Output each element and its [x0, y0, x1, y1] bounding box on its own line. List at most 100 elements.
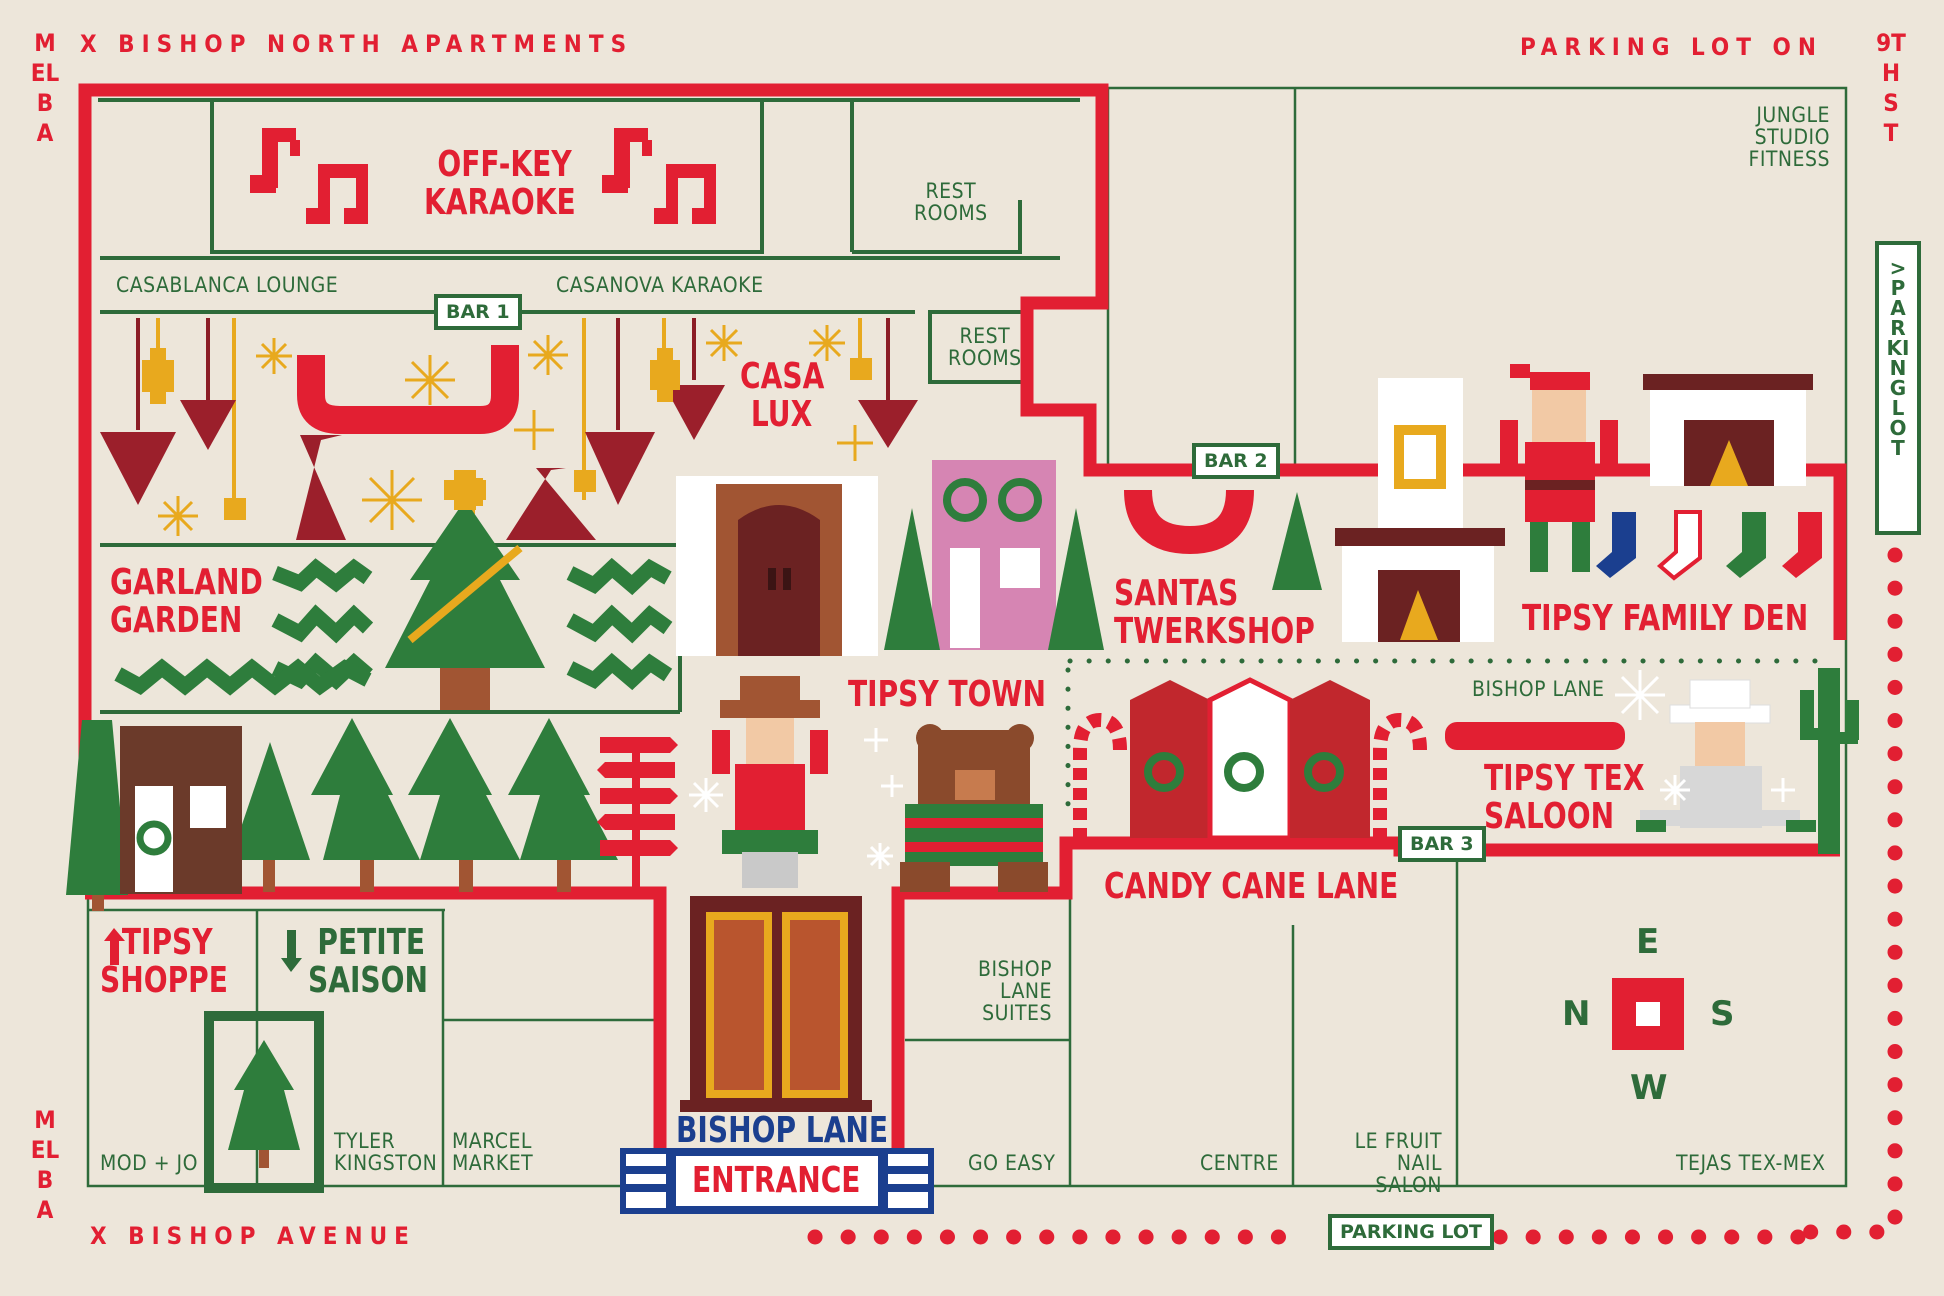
shop-marcel-line1: MARCEL: [452, 1129, 532, 1153]
off-key-karaoke-title: OFF-KEY KARAOKE: [424, 146, 576, 222]
shop-le-fruit-line2: NAIL SALON: [1375, 1151, 1442, 1197]
bar-2-sign: BAR 2: [1192, 443, 1280, 479]
off-key-karaoke-line2: KARAOKE: [424, 182, 576, 223]
santas-twerkshop-line2: TWERKSHOP: [1114, 611, 1315, 652]
arrow-down-icon: [281, 930, 302, 972]
framed-tree-icon: [204, 1011, 324, 1193]
compass-east: E: [1636, 922, 1660, 962]
restrooms-top-label: REST ROOMS: [914, 180, 988, 224]
entrance-banner: [620, 1148, 934, 1214]
compass-west: W: [1630, 1068, 1668, 1108]
compass-icon: [1612, 978, 1684, 1050]
restrooms-mid-line2: ROOMS: [948, 346, 1022, 370]
street-9th-st: 9TH ST: [1876, 29, 1906, 147]
parking-side-sign: [1875, 241, 1921, 535]
christmas-tree-icon: [385, 470, 545, 710]
entrance-title: ENTRANCE: [692, 1160, 861, 1201]
pine-tree-icon: [66, 492, 1322, 895]
restrooms-top-line2: ROOMS: [914, 201, 988, 225]
santas-twerkshop-line1: SANTAS: [1114, 573, 1239, 614]
shop-tyler-line1: TYLER: [334, 1129, 396, 1153]
jungle-studio-line3: FITNESS: [1748, 147, 1830, 171]
jungle-studio-line2: STUDIO: [1754, 125, 1830, 149]
petite-saison-line1: PETITE: [317, 922, 426, 963]
jungle-studio-label: JUNGLE STUDIO FITNESS: [1740, 104, 1830, 170]
petite-saison-line2: SAISON: [308, 960, 428, 1001]
parking-lot-sign: PARKING LOT: [1328, 1214, 1494, 1250]
bar-3-sign: BAR 3: [1398, 826, 1486, 862]
garland-garden-line1: GARLAND: [110, 562, 263, 603]
tipsy-family-den-title: TIPSY FAMILY DEN: [1522, 598, 1809, 639]
entrance-doors-icon: [680, 896, 872, 1112]
shop-tyler-line2: KINGSTON: [334, 1151, 438, 1175]
candy-cane-lane-title: CANDY CANE LANE: [1104, 866, 1399, 907]
restrooms-mid-line1: REST: [959, 324, 1011, 348]
teddy-bear-icon: [900, 724, 1048, 892]
street-melba-top: MELBA: [30, 29, 60, 147]
tipsy-tex-line2: SALOON: [1484, 796, 1615, 837]
bishop-lane-label: BISHOP LANE: [1472, 677, 1605, 701]
casa-lux-line2: LUX: [750, 394, 813, 435]
signpost-icon: [597, 737, 678, 890]
tipsy-shoppe-title: TIPSY SHOPPE: [100, 924, 228, 1000]
bishop-lane-suites-label: BISHOP LANE SUITES: [960, 958, 1052, 1024]
cowboy-icon: [712, 676, 828, 888]
casablanca-lounge-label: CASABLANCA LOUNGE: [116, 273, 339, 297]
restrooms-top-line1: REST: [925, 179, 977, 203]
petite-saison-title: PETITE SAISON: [308, 924, 428, 1000]
shop-marcel-market: MARCEL MARKET: [452, 1130, 533, 1174]
bar-1-sign: BAR 1: [434, 294, 522, 330]
couch-icon: [1124, 489, 1254, 555]
shop-tejas-tex-mex: TEJAS TEX-MEX: [1676, 1151, 1826, 1175]
garland-garden-title: GARLAND GARDEN: [110, 564, 263, 640]
cactus-icon: [1800, 668, 1859, 854]
tipsy-shoppe-line2: SHOPPE: [100, 960, 228, 1001]
street-parking-lot-on: PARKING LOT ON: [1520, 33, 1823, 61]
tipsy-tex-saloon-title: TIPSY TEX SALOON: [1484, 760, 1645, 836]
shop-go-easy: GO EASY: [968, 1151, 1056, 1175]
garland-icon: [114, 557, 673, 696]
shop-le-fruit-line1: LE FRUIT: [1354, 1129, 1442, 1153]
entrance-bishop-lane: BISHOP LANE: [676, 1110, 889, 1151]
cowgirl-icon: [1636, 679, 1816, 832]
elf-icon: [1500, 364, 1618, 572]
tree-trunks: [92, 860, 571, 911]
street-bishop-avenue: X BISHOP AVENUE: [90, 1222, 416, 1250]
snowflake-icon: [689, 670, 1795, 869]
bishop-lane-suites-line1: BISHOP: [978, 957, 1052, 981]
compass-south: S: [1710, 994, 1735, 1034]
bishop-lane-suites-line2: LANE: [1000, 979, 1052, 1003]
casa-lux-title: CASA LUX: [740, 358, 824, 434]
off-key-karaoke-line1: OFF-KEY: [437, 144, 572, 185]
bishop-lane-suites-line3: SUITES: [982, 1001, 1052, 1025]
couch-icon: [297, 345, 519, 434]
arrow-up-icon: [104, 928, 125, 965]
tipsy-town-title: TIPSY TOWN: [848, 674, 1047, 715]
street-melba-bottom: MELBA: [30, 1106, 60, 1224]
shop-tyler-kingston: TYLER KINGSTON: [334, 1130, 437, 1174]
shop-centre: CENTRE: [1200, 1151, 1279, 1175]
upper-rooms: [98, 98, 1080, 714]
village-buildings: [676, 374, 1813, 656]
casanova-karaoke-label: CASANOVA KARAOKE: [556, 273, 764, 297]
tipsy-shoppe-line1: TIPSY: [121, 922, 213, 963]
tipsy-tex-line1: TIPSY TEX: [1484, 758, 1645, 799]
garland-garden-line2: GARDEN: [110, 600, 243, 641]
candy-cane-lane-decor: [1073, 677, 1427, 841]
shop-mod-jo: MOD + JO: [100, 1151, 198, 1175]
santas-twerkshop-title: SANTAS TWERKSHOP: [1114, 575, 1315, 651]
parking-side-label: > PARKING LOT: [1886, 256, 1910, 460]
casa-lux-decor: [100, 318, 918, 540]
casa-lux-line1: CASA: [740, 356, 825, 397]
compass-north: N: [1562, 994, 1591, 1034]
cabin-icon: [120, 726, 242, 894]
dotted-paths: [807, 547, 1903, 1245]
jungle-studio-line1: JUNGLE: [1756, 103, 1830, 127]
restrooms-mid-label: REST ROOMS: [948, 325, 1022, 369]
bishop-lane-path: [1445, 722, 1625, 750]
music-note-icon: [250, 128, 716, 224]
stocking-icon: [1596, 510, 1822, 581]
shop-le-fruit: LE FRUIT NAIL SALON: [1328, 1130, 1442, 1196]
street-bishop-north: X BISHOP NORTH APARTMENTS: [80, 30, 634, 58]
